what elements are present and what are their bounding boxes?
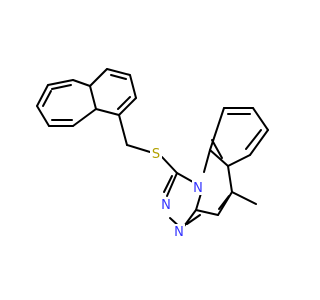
- bond: [36, 105, 50, 127]
- bond: [203, 149, 211, 173]
- sulfur-label-background: [150, 146, 162, 161]
- bond: [72, 79, 91, 87]
- bond: [252, 107, 269, 131]
- double-bond-inner: [42, 90, 52, 107]
- double-bond-inner: [211, 139, 223, 159]
- triazole-nitrogen-left-label-background: [160, 197, 172, 212]
- bond: [209, 107, 225, 151]
- bond: [36, 84, 49, 107]
- double-bond-inner: [218, 195, 230, 210]
- double-bond-inner: [51, 84, 72, 90]
- bond: [227, 165, 233, 193]
- thioether-linker: [118, 114, 178, 174]
- bond: [106, 68, 131, 76]
- ring-nitrogen-atom-label: N: [193, 181, 203, 196]
- double-bond-inner: [186, 214, 201, 225]
- bond: [129, 74, 137, 99]
- bond: [89, 85, 97, 110]
- double-bond-inner: [117, 96, 131, 110]
- methyl-bond: [231, 191, 257, 205]
- bond: [166, 172, 178, 197]
- ring-nitrogen-label-background: [192, 180, 204, 195]
- bond: [227, 154, 251, 167]
- bond: [118, 97, 137, 116]
- atom-labels: S N N N: [150, 146, 204, 240]
- sulfur-atom-label: S: [152, 147, 160, 162]
- naphthalene-group: [36, 68, 137, 127]
- bond: [161, 156, 178, 174]
- bond: [209, 149, 229, 167]
- bond: [249, 129, 269, 156]
- bond: [47, 79, 74, 86]
- bond: [176, 172, 194, 183]
- triazole-nitrogen-left-atom-label: N: [161, 198, 171, 213]
- bond: [195, 209, 219, 216]
- bond: [89, 68, 108, 87]
- triazole-nitrogen-bottom-atom-label: N: [174, 225, 184, 240]
- bond: [95, 108, 120, 116]
- triazole-nitrogen-bottom-label-background: [173, 224, 185, 239]
- bond: [118, 114, 128, 146]
- bond: [126, 144, 151, 153]
- double-bond-inner: [110, 74, 127, 80]
- bond: [72, 108, 97, 127]
- double-bond-inner: [245, 129, 262, 150]
- molecule-structure: S N N N: [36, 68, 269, 240]
- double-bond-inner: [163, 175, 173, 193]
- molecule-canvas: S N N N: [36, 68, 269, 240]
